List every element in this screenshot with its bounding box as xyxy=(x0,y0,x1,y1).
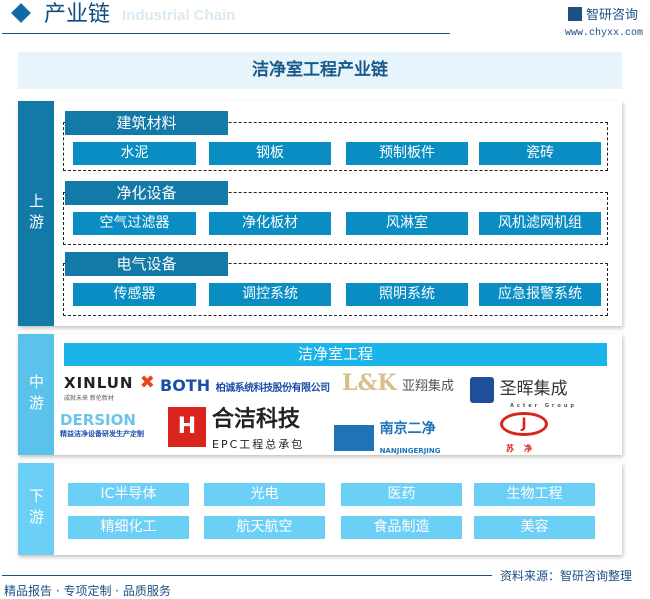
footer-divider xyxy=(2,575,492,576)
chain-title: 洁净室工程产业链 xyxy=(18,52,622,89)
brand-icon xyxy=(568,7,582,21)
upstream-item: 风机滤网机组 xyxy=(479,212,601,235)
upstream-item: 净化板材 xyxy=(209,212,331,235)
upstream-item: 调控系统 xyxy=(209,283,331,306)
group-header: 净化设备 xyxy=(65,181,228,205)
brand-name: 智研咨询 xyxy=(586,8,639,23)
nanjing-icon xyxy=(334,424,374,451)
downstream-label-text: 下游 xyxy=(27,488,45,530)
upstream-item: 照明系统 xyxy=(346,283,468,306)
source-note: 资料来源：智研咨询整理 xyxy=(500,569,633,583)
logo-xinlun: XINLUN ✖成就未来 新伦新材 xyxy=(64,372,155,402)
midstream-label: 中游 xyxy=(18,334,54,455)
logo-both: BOTH 柏诚系统科技股份有限公司 xyxy=(160,376,330,395)
downstream-item: 美容 xyxy=(474,516,595,539)
downstream-panel xyxy=(18,463,622,555)
group-frame xyxy=(63,263,608,316)
downstream-item: 精细化工 xyxy=(68,516,189,539)
ghost-subtitle: Industrial Chain xyxy=(122,7,236,24)
upstream-item: 应急报警系统 xyxy=(479,283,601,306)
diamond-icon xyxy=(11,3,31,23)
downstream-item: 医药 xyxy=(341,483,462,506)
upstream-item: 瓷砖 xyxy=(479,142,601,165)
downstream-label: 下游 xyxy=(18,463,54,555)
downstream-item: IC半导体 xyxy=(68,483,189,506)
group-header: 电气设备 xyxy=(65,252,228,276)
group-frame xyxy=(63,192,608,245)
upstream-item: 空气过滤器 xyxy=(73,212,196,235)
sujing-icon: J xyxy=(500,412,548,436)
midstream-label-text: 中游 xyxy=(27,373,45,416)
hejie-icon: H xyxy=(168,407,206,447)
upstream-item: 传感器 xyxy=(73,283,196,306)
upstream-item: 水泥 xyxy=(73,142,196,165)
downstream-item: 生物工程 xyxy=(474,483,595,506)
divider xyxy=(2,33,450,34)
upstream-label: 上游 xyxy=(18,101,54,326)
group-frame xyxy=(63,122,608,171)
acter-icon xyxy=(470,376,494,403)
upstream-item: 钢板 xyxy=(209,142,331,165)
downstream-item: 光电 xyxy=(204,483,325,506)
page-title: 产业链 xyxy=(44,2,111,27)
group-header: 建筑材料 xyxy=(65,111,228,135)
logo-lk: L&K 亚翔集成 xyxy=(342,370,455,396)
footer-slogan: 精品报告 · 专项定制 · 品质服务 xyxy=(4,584,171,598)
brand-logo: 智研咨询 xyxy=(568,4,638,23)
brand-url: www.chyxx.com xyxy=(565,28,644,39)
downstream-item: 食品制造 xyxy=(341,516,462,539)
upstream-item: 风淋室 xyxy=(346,212,468,235)
downstream-item: 航天航空 xyxy=(204,516,325,539)
upstream-label-text: 上游 xyxy=(27,192,45,235)
upstream-item: 预制板件 xyxy=(346,142,468,165)
midstream-header: 洁净室工程 xyxy=(64,343,607,366)
